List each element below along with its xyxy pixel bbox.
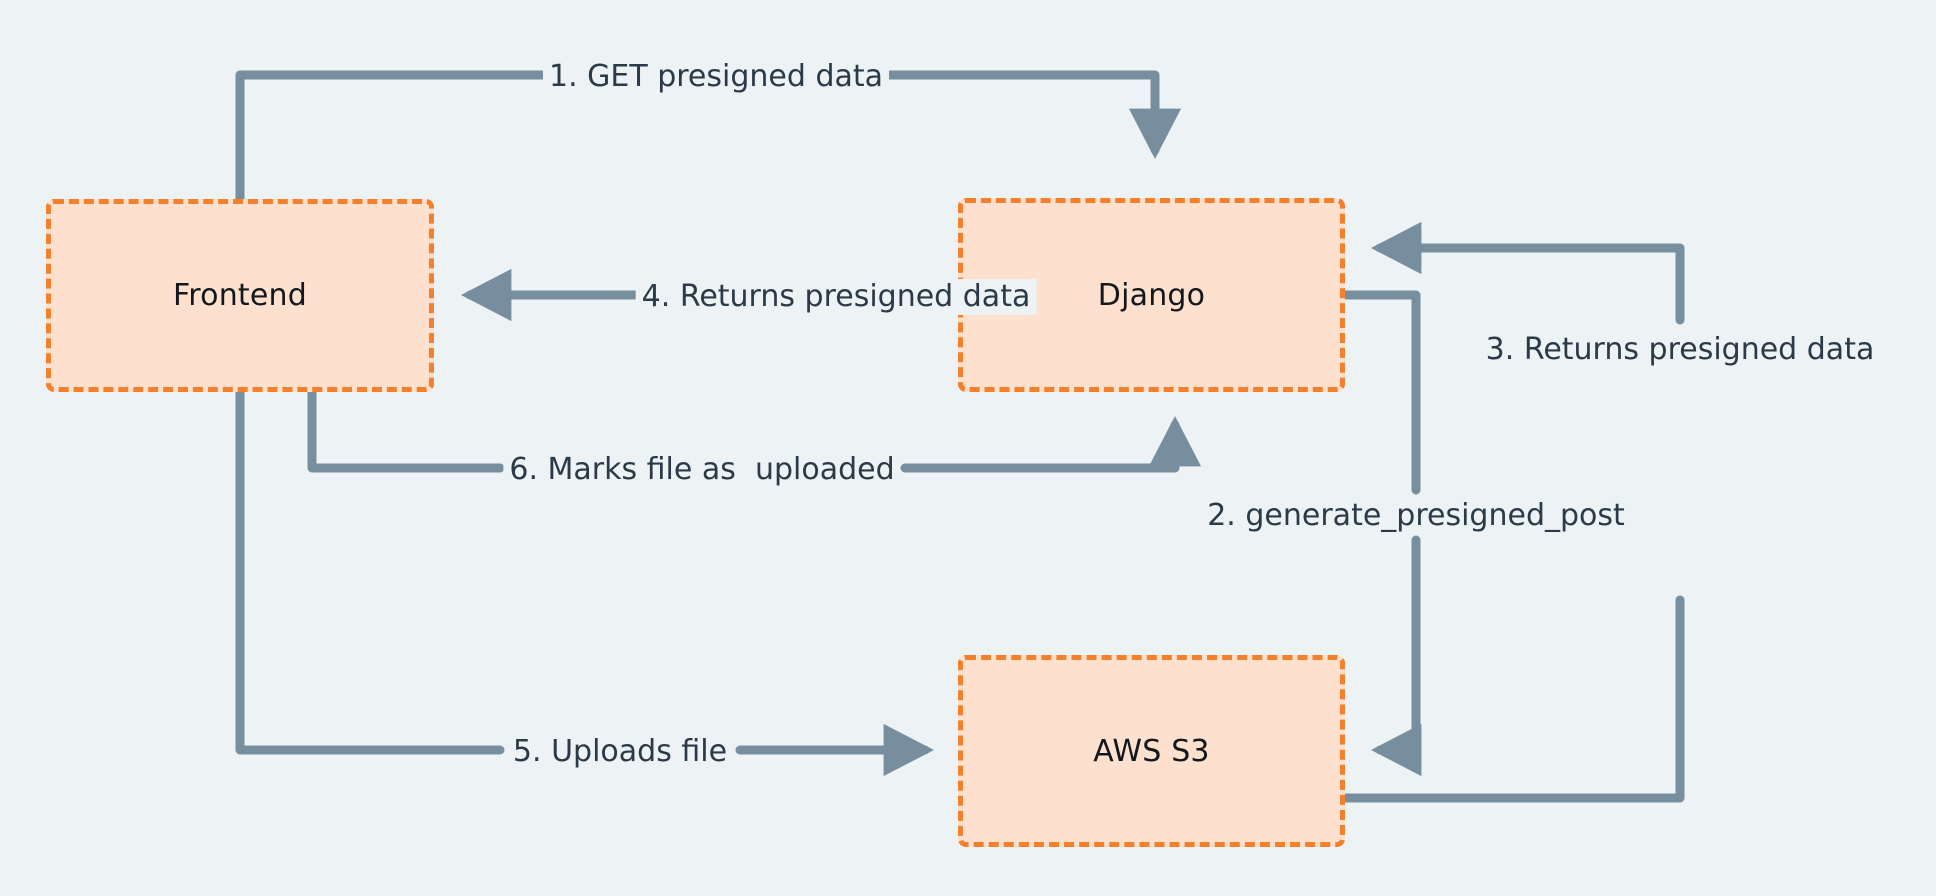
connector-step2-b [1370, 535, 1422, 777]
node-frontend[interactable]: Frontend [46, 199, 434, 392]
connector-step3-b [1370, 221, 1685, 325]
connector-step2 [1340, 290, 1421, 495]
connector-step6-b [900, 415, 1202, 473]
node-frontend-label: Frontend [173, 278, 307, 313]
edge-label-step2: 2. generate_presigned_post [1201, 498, 1631, 534]
connector-step6 [307, 387, 505, 473]
edge-label-step3: 3. Returns presigned data [1479, 332, 1881, 368]
node-aws-s3[interactable]: AWS S3 [958, 655, 1345, 847]
edge-label-step6: 6. Marks file as uploaded [503, 452, 901, 488]
node-django-label: Django [1097, 277, 1206, 313]
edge-label-step4: 4. Returns presigned data [635, 279, 1037, 315]
connector-step3 [1340, 595, 1685, 803]
edge-label-step5: 5. Uploads file [506, 734, 734, 770]
connector-step5 [235, 387, 505, 755]
edge-label-step1: 1. GET presigned data [542, 59, 890, 95]
node-aws-s3-label: AWS S3 [1093, 733, 1210, 769]
